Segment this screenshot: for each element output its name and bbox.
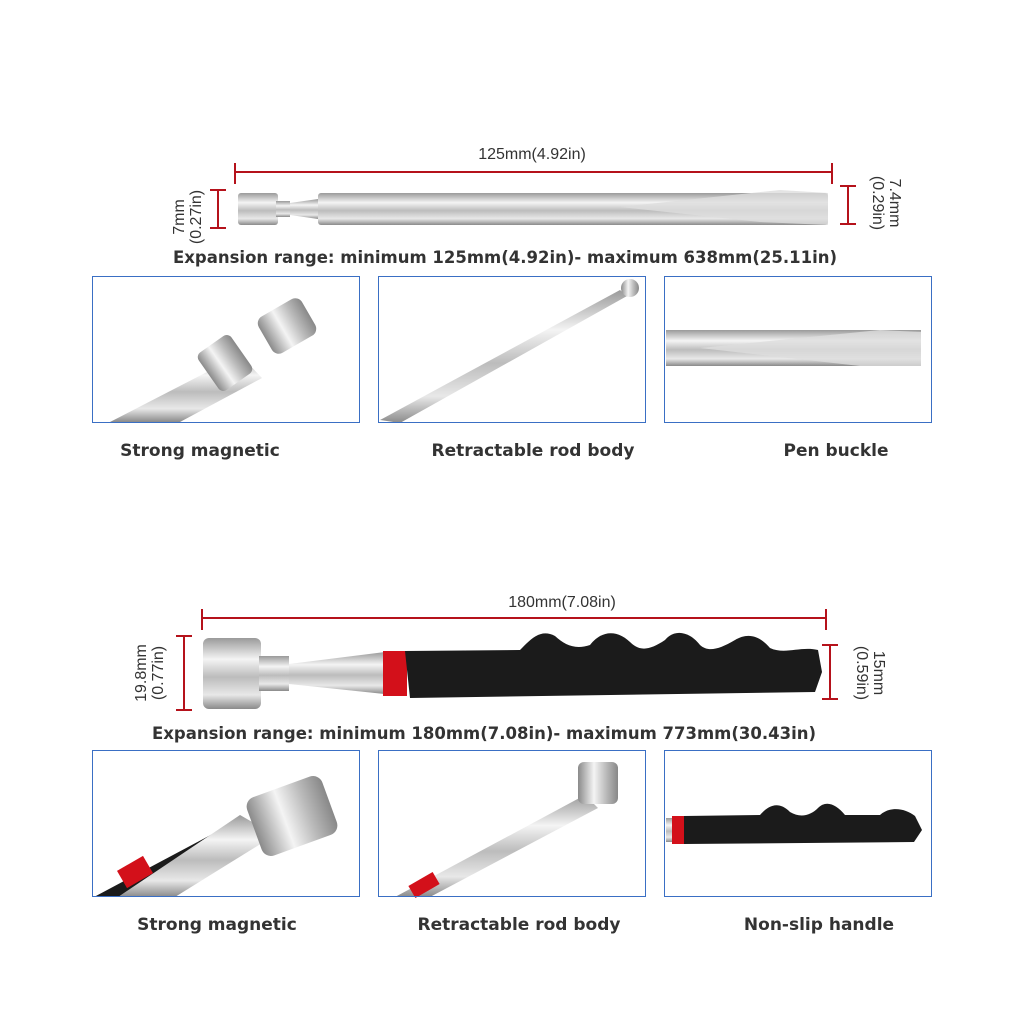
large-right-diameter-in: (0.59in) <box>853 645 870 701</box>
feature-label: Non-slip handle <box>743 915 895 935</box>
small-right-diameter-mm: 7.4mm <box>886 178 903 228</box>
feature-label: Pen buckle <box>783 441 889 461</box>
panel-large-rod <box>378 750 646 897</box>
panel-large-handle <box>664 750 932 897</box>
feature-label: Retractable rod body <box>431 441 635 461</box>
small-right-diameter: 7.4mm (0.29in) <box>869 163 903 243</box>
panel-art-bottom <box>94 762 922 899</box>
small-left-diameter: 7mm (0.27in) <box>171 177 205 257</box>
large-right-diameter-mm: 15mm <box>870 650 887 696</box>
large-right-diameter: 15mm (0.59in) <box>853 633 887 713</box>
small-tool-drawing <box>238 190 828 225</box>
large-left-diameter-in: (0.77in) <box>150 645 167 701</box>
small-left-diameter-in: (0.27in) <box>188 189 205 245</box>
feature-label: Strong magnetic <box>120 441 280 461</box>
small-length-line <box>210 163 856 229</box>
large-left-diameter-mm: 19.8mm <box>133 644 150 702</box>
panel-large-magnetic <box>92 750 360 897</box>
panel-small-buckle <box>664 276 932 423</box>
large-tool-drawing <box>203 632 822 709</box>
panel-small-rod <box>378 276 646 423</box>
small-right-diameter-in: (0.29in) <box>869 175 886 231</box>
small-length-label: 125mm(4.92in) <box>478 146 586 163</box>
large-left-diameter: 19.8mm (0.77in) <box>133 623 167 723</box>
large-length-label: 180mm(7.08in) <box>508 594 616 611</box>
panel-art-top <box>110 279 921 423</box>
small-left-diameter-mm: 7mm <box>171 199 188 235</box>
large-expansion-range: Expansion range: minimum 180mm(7.08in)- … <box>152 724 817 743</box>
small-expansion-range: Expansion range: minimum 125mm(4.92in)- … <box>173 248 838 267</box>
feature-label: Strong magnetic <box>137 915 297 935</box>
feature-label: Retractable rod body <box>417 915 621 935</box>
panel-small-magnetic <box>92 276 360 423</box>
large-length-line <box>176 609 838 711</box>
